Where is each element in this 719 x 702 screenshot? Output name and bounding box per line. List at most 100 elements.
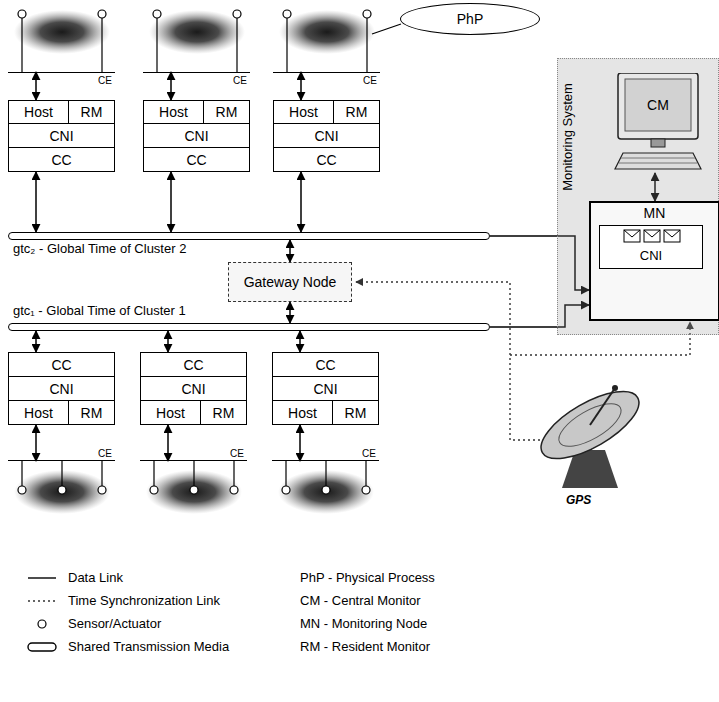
- node-label: CC: [51, 357, 71, 373]
- data-link: [300, 72, 302, 100]
- cc-box: CC: [8, 147, 115, 172]
- data-link: [289, 302, 291, 323]
- cc-box: CC: [8, 352, 115, 377]
- node-label: CE: [143, 74, 250, 87]
- node-label: CC: [186, 152, 206, 168]
- node-label: RM: [81, 104, 103, 120]
- envelope-flap: [644, 230, 660, 237]
- node-label: Gateway Node: [244, 274, 337, 290]
- envelope-flap: [664, 230, 680, 237]
- node-label: CNI: [181, 381, 205, 397]
- ce-bus: CE: [140, 444, 247, 461]
- ce-bus: CE: [143, 72, 250, 90]
- node-label: RM: [346, 104, 368, 120]
- node-label: Host: [156, 405, 185, 421]
- label-holder: GPS: [566, 492, 591, 508]
- gps-label: GPS: [566, 492, 591, 508]
- ce-bus: CE: [273, 72, 380, 90]
- time-sync-link: [356, 282, 540, 440]
- data-link: [167, 331, 169, 352]
- process-blob: [279, 10, 375, 54]
- data-link: [167, 425, 169, 461]
- rm-box: RM: [200, 400, 247, 425]
- label-holder: CM - Central Monitor: [300, 593, 421, 609]
- sensor-stalk: [153, 461, 154, 486]
- node-label: PhP: [457, 11, 483, 27]
- envelope-flap: [624, 230, 640, 237]
- node-label: Host: [24, 104, 53, 120]
- label-holder: MN - Monitoring Node: [300, 616, 427, 632]
- data-link: [299, 331, 301, 352]
- envelope-icon: [664, 230, 680, 242]
- host-box: Host: [143, 100, 204, 124]
- cc-box: CC: [140, 352, 247, 377]
- sensor-stalk: [365, 461, 366, 486]
- abbreviation-note: MN - Monitoring Node: [300, 616, 427, 632]
- legend-text: Sensor/Actuator: [68, 616, 161, 632]
- sensor-stalk: [21, 18, 22, 72]
- legend-item: Data Link: [68, 570, 123, 586]
- rm-box: RM: [332, 400, 379, 425]
- host-box: Host: [272, 400, 333, 425]
- legend-item: Shared Transmission Media: [68, 639, 229, 655]
- node-label: CE: [8, 74, 115, 87]
- host-box: Host: [8, 100, 69, 124]
- gateway-node: Gateway Node: [228, 262, 352, 302]
- monitoring-system-panel: Monitoring SystemCMMNCNI: [557, 58, 719, 335]
- keyboard-keys: [619, 158, 697, 163]
- shared-bus: gtc₁ - Global Time of Cluster 1: [8, 323, 490, 331]
- node-label: CC: [183, 357, 203, 373]
- sensor-symbol: [282, 486, 290, 494]
- sensor-symbol: [18, 10, 26, 18]
- node-label: RM: [345, 405, 367, 421]
- ce-bus: CE: [8, 72, 115, 90]
- time-sync-sample: [28, 600, 56, 601]
- node-label: CNI: [600, 248, 702, 263]
- sensor-stalk: [156, 18, 157, 72]
- cni-box: CNI: [273, 123, 380, 148]
- node-label: RM: [213, 405, 235, 421]
- node-label: CNI: [49, 381, 73, 397]
- legend-text: Shared Transmission Media: [68, 639, 229, 655]
- bus-label: gtc₂ - Global Time of Cluster 2: [13, 241, 493, 256]
- media-sample: [28, 643, 56, 651]
- host-box: Host: [273, 100, 334, 124]
- gps-dish: [531, 378, 648, 488]
- node-label: Host: [288, 405, 317, 421]
- data-link: [35, 425, 37, 461]
- physical-process-blobs: [14, 10, 375, 514]
- process-blob: [14, 10, 110, 54]
- data-link: [35, 172, 37, 232]
- sensor-symbol: [58, 486, 66, 494]
- dish-feed-head: [612, 385, 618, 391]
- bus-label: gtc₁ - Global Time of Cluster 1: [13, 303, 493, 318]
- node-label: CE: [98, 447, 115, 460]
- node-label: Host: [289, 104, 318, 120]
- shared-bus: gtc₂ - Global Time of Cluster 2: [8, 232, 490, 240]
- sensor-symbol: [150, 486, 158, 494]
- monitor-stand: [651, 139, 665, 147]
- envelope-icon: [644, 230, 660, 242]
- cni-box: CNI: [143, 123, 250, 148]
- data-link: [289, 240, 291, 262]
- data-link: [35, 72, 37, 100]
- sensor-symbol: [363, 10, 371, 18]
- sensor-symbol: [362, 486, 370, 494]
- node-label: RM: [216, 104, 238, 120]
- legend-samples: [28, 578, 56, 651]
- abbreviation-note: PhP - Physical Process: [300, 570, 435, 586]
- cni-box: CNI: [599, 225, 703, 269]
- computer-icon: [613, 73, 703, 173]
- data-link: [35, 331, 37, 352]
- legend-item: Time Synchronization Link: [68, 593, 220, 609]
- process-blob: [149, 10, 245, 54]
- sensor-stalk: [236, 18, 237, 72]
- process-ellipse: PhP: [400, 3, 540, 35]
- sensor-stalk: [325, 461, 326, 486]
- rm-box: RM: [333, 100, 380, 124]
- legend-text: Data Link: [68, 570, 123, 586]
- central-monitor: CM: [613, 73, 703, 173]
- host-box: Host: [140, 400, 201, 425]
- rm-box: RM: [68, 100, 115, 124]
